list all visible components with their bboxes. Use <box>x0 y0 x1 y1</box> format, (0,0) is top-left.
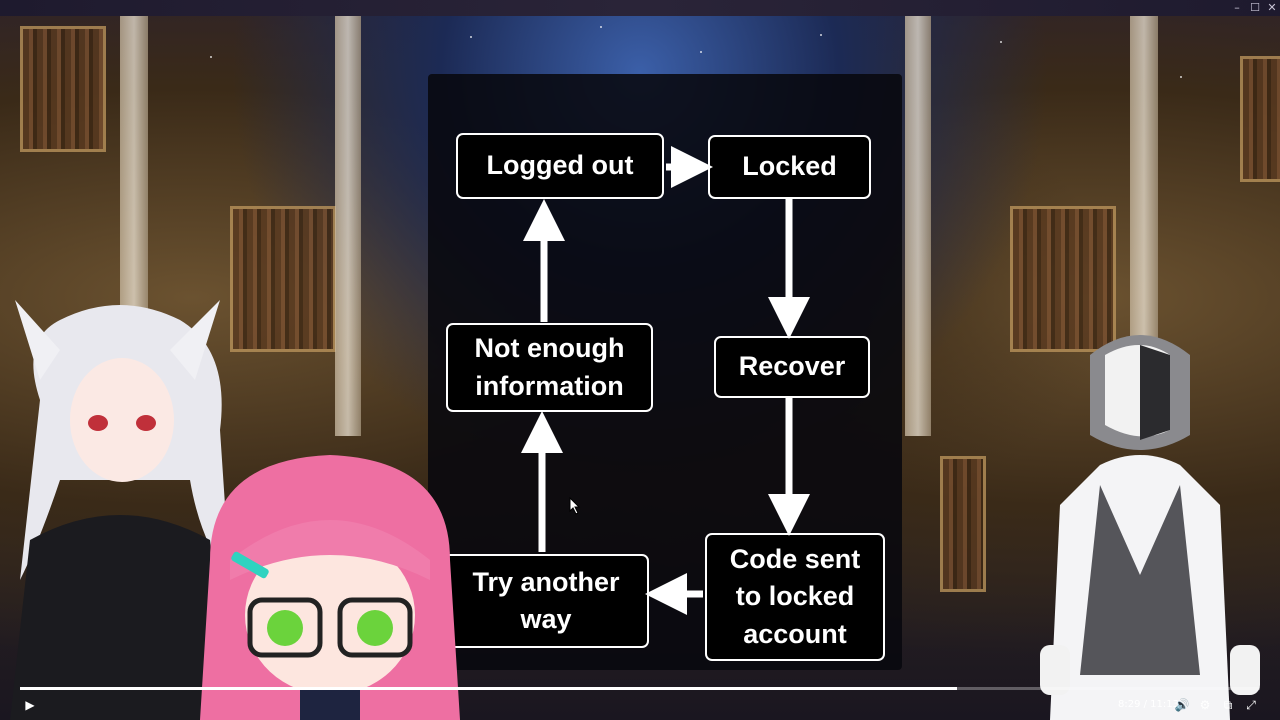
star <box>210 56 212 58</box>
seek-bar[interactable] <box>20 687 1260 690</box>
avatar-pink-haired-girl <box>200 455 460 720</box>
pillar <box>335 16 361 436</box>
node-not-enough-information: Not enough information <box>446 323 653 412</box>
star <box>1180 76 1182 78</box>
maximize-icon[interactable]: ☐ <box>1250 1 1260 14</box>
bookshelf <box>20 26 106 152</box>
fullscreen-icon[interactable]: ⤢ <box>1246 698 1256 712</box>
star <box>470 36 472 38</box>
bookshelf <box>230 206 336 352</box>
star <box>600 26 602 28</box>
time-display: 8:29 / 11:13 <box>1118 699 1180 710</box>
miniplayer-icon[interactable]: ⧉ <box>1223 698 1233 712</box>
window-titlebar: – ☐ ✕ <box>0 0 1280 17</box>
settings-icon[interactable]: ⚙ <box>1199 698 1211 712</box>
volume-icon[interactable]: 🔊 <box>1174 698 1190 712</box>
star <box>700 51 702 53</box>
pillar <box>905 16 931 436</box>
close-icon[interactable]: ✕ <box>1267 1 1277 14</box>
mouse-cursor-icon <box>569 497 581 515</box>
play-icon[interactable]: ▶ <box>25 698 35 712</box>
node-try-another-way: Try another way <box>443 554 649 648</box>
node-code-sent: Code sent to locked account <box>705 533 885 661</box>
pillar <box>120 16 148 356</box>
node-logged-out: Logged out <box>456 133 664 199</box>
seek-bar-fill <box>20 687 958 690</box>
node-locked: Locked <box>708 135 871 199</box>
bookshelf <box>1010 206 1116 352</box>
minimize-icon[interactable]: – <box>1234 1 1240 14</box>
star <box>820 34 822 36</box>
bookshelf <box>940 456 986 592</box>
avatar-white-haired-girl <box>10 300 230 720</box>
avatar-masked-man <box>1040 335 1260 720</box>
star <box>1000 41 1002 43</box>
bookshelf <box>1240 56 1280 182</box>
node-recover: Recover <box>714 336 870 398</box>
pillar <box>1130 16 1158 356</box>
